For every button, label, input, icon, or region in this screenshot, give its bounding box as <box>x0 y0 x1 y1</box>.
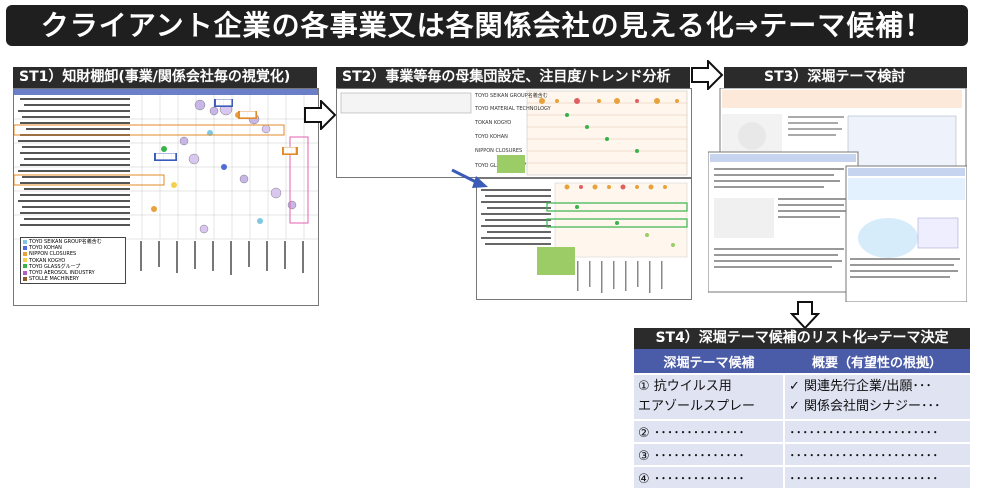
stage2-company-label: TOYO KOHAN <box>475 134 508 140</box>
stage1-legend-item: STOLLE MACHINERY <box>23 276 123 282</box>
stage1-highlight-frame-2 <box>14 174 165 186</box>
stage1-title: ST1）知財棚卸(事業/関係会社毎の視覚化) <box>13 67 317 88</box>
table-cell-reason: ･･･････････････････････ <box>783 465 970 488</box>
stage1-row-labels <box>18 98 130 226</box>
stage2-title: ST2）事業等毎の母集団設定、注目度/トレンド分析 <box>336 67 690 88</box>
table-cell-theme: ④ ･･････････････ <box>634 465 784 488</box>
stage2-company-label: NIPPON CLOSURES <box>475 148 523 154</box>
stage2-detail-chart <box>476 178 692 300</box>
stage2-green-legend <box>497 155 525 173</box>
stage3-document-stack <box>708 88 967 302</box>
table-cell-theme: ② ･･････････････ <box>634 419 784 443</box>
stage2-company-label: TOYO SEIKAN GROUP名義含む <box>475 93 548 99</box>
stage1-legend-item: TOKAN KOGYO <box>23 258 123 264</box>
stage1-legend-item: TOYO KOHAN <box>23 245 123 251</box>
table-cell-theme: ③ ･･････････････ <box>634 442 784 466</box>
stage2-company-label: TOKAN KOGYO <box>475 120 512 126</box>
table-cell-reason: ･･･････････････････････ <box>783 419 970 443</box>
stage1-highlight-frame-1 <box>14 124 285 136</box>
stage3-docs-svg <box>708 88 967 302</box>
stage1-legend-item: NIPPON CLOSURES <box>23 251 123 257</box>
stage1-legend: TOYO SEIKAN GROUP名義含む TOYO KOHAN NIPPON … <box>20 237 126 285</box>
theme-line: エアゾールスプレー <box>638 399 756 414</box>
stage2-company-overview: TOYO SEIKAN GROUP名義含む TOYO MATERIAL TECH… <box>336 88 692 178</box>
stage1-header-band <box>14 89 318 95</box>
stage1-bubbles <box>151 99 297 234</box>
reason-line: ✓ 関連先行企業/出願･･･ <box>789 379 932 394</box>
table-row: ② ･･････････････ ･･･････････････････････ <box>634 419 970 443</box>
stage2-detail-svg <box>481 182 688 293</box>
stage1-grid <box>14 95 318 240</box>
stage1-highlight-frame-3 <box>289 136 309 224</box>
stage1-matrix-svg <box>14 89 318 275</box>
stage3-title: ST3）深堀テーマ検討 <box>724 67 967 88</box>
main-title-banner: クライアント企業の各事業又は各関係会社の見える化⇒テーマ候補！ <box>6 5 968 46</box>
stage2-trend-dots <box>539 98 679 153</box>
table-row: ③ ･･････････････ ･･･････････････････････ <box>634 442 970 466</box>
stage1-column-labels <box>140 241 304 275</box>
table-header-reason: 概要（有望性の根拠） <box>784 349 970 374</box>
stage1-tag-3: █████ <box>154 153 178 161</box>
arrow-st2-drilldown-icon <box>451 168 488 188</box>
stage2-company-label: TOYO MATERIAL TECHNOLOGY <box>475 106 551 112</box>
table-row: ④ ･･････････････ ･･･････････････････････ <box>634 465 970 488</box>
reason-line: ✓ 関係会社間シナジー･･･ <box>789 399 941 414</box>
arrow-st1-to-st2-icon <box>304 100 337 130</box>
stage1-legend-item: TOYO AEROSOL INDUSTRY <box>23 270 123 276</box>
arrow-st2-to-st3-icon <box>691 60 724 90</box>
stage4-candidate-table: 深堀テーマ候補 概要（有望性の根拠） ① 抗ウイルス用 エアゾールスプレー ✓ … <box>634 349 970 488</box>
stage1-legend-item: TOYO GLASSグループ <box>23 264 123 270</box>
table-cell-theme: ① 抗ウイルス用 エアゾールスプレー <box>634 373 784 420</box>
stage2-overview-svg <box>340 90 688 176</box>
stage1-legend-item: TOYO SEIKAN GROUP名義含む <box>23 239 123 245</box>
stage4-title: ST4）深堀テーマ候補のリスト化⇒テーマ決定 <box>634 328 970 349</box>
stage1-tag-1: ████ <box>214 99 234 107</box>
table-row: ① 抗ウイルス用 エアゾールスプレー ✓ 関連先行企業/出願･･･ ✓ 関係会社… <box>634 373 970 420</box>
table-cell-reason: ✓ 関連先行企業/出願･･･ ✓ 関係会社間シナジー･･･ <box>783 373 970 420</box>
stage1-knowledge-map: ████ ████ █████ ███ TOYO SEIKAN GROUP名義含… <box>13 88 319 306</box>
stage1-tag-2: ████ <box>238 111 258 119</box>
stage2-green-highlight <box>546 202 688 212</box>
arrow-st3-to-st4-icon <box>790 301 820 330</box>
stage1-tag-4: ███ <box>282 147 298 155</box>
stage2-green-highlight <box>546 218 688 228</box>
theme-line: ① 抗ウイルス用 <box>638 379 732 394</box>
table-cell-reason: ･･･････････････････････ <box>783 442 970 466</box>
table-header-theme: 深堀テーマ候補 <box>634 349 784 374</box>
